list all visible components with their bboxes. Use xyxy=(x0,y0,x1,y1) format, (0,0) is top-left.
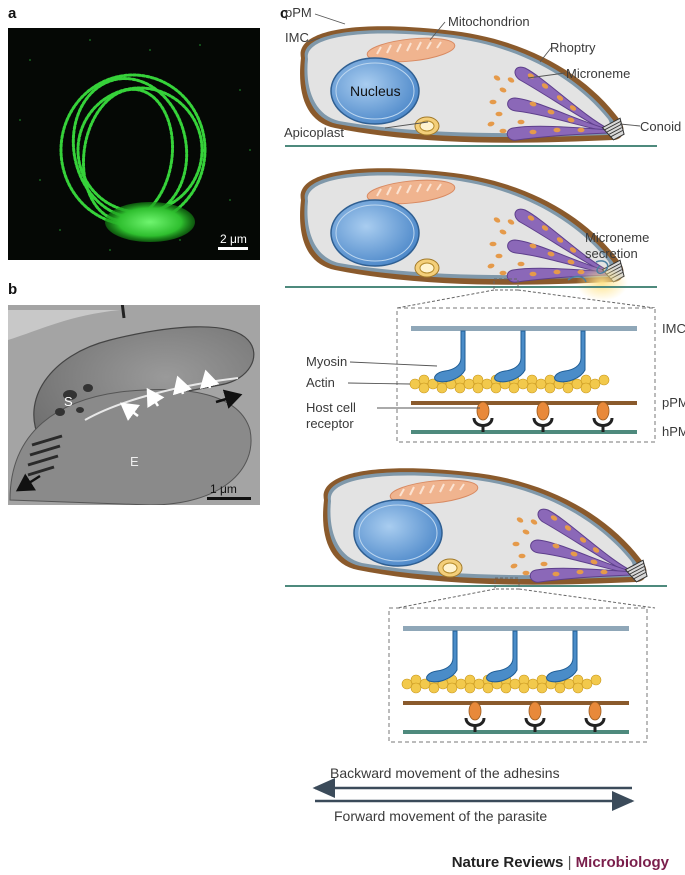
label-ppm: pPM xyxy=(285,5,312,20)
inset-label-actin: Actin xyxy=(306,375,335,390)
parasite-cell-3 xyxy=(322,467,652,586)
em-label-e: E xyxy=(130,454,139,469)
journal-name: Nature Reviews xyxy=(451,854,564,871)
label-mitochondrion: Mitochondrion xyxy=(448,14,530,29)
zoom-box-2 xyxy=(494,577,520,590)
secretion-arrow xyxy=(595,260,609,275)
inset-label-host-line2: receptor xyxy=(306,416,354,431)
zoom-box-1 xyxy=(493,278,519,291)
panel-letter-c: c xyxy=(280,5,288,22)
label-conoid: Conoid xyxy=(640,119,681,134)
journal-credit: Nature Reviews | Microbiology xyxy=(452,854,669,871)
label-secretion-line2: secretion xyxy=(585,246,638,261)
label-rhoptry: Rhoptry xyxy=(550,40,596,55)
inset-label-ppm: pPM xyxy=(662,395,685,410)
inset-label-host-line1: Host cell xyxy=(306,400,356,415)
em-label-s: S xyxy=(64,394,73,409)
label-apicoplast: Apicoplast xyxy=(284,125,344,140)
panel-letter-b: b xyxy=(8,281,17,298)
fluorescence-micrograph: 2 μm xyxy=(8,28,260,260)
scale-bar-a-label: 2 μm xyxy=(220,232,247,246)
inset-label-imc: IMC xyxy=(662,321,685,336)
forward-arrow-label: Forward movement of the parasite xyxy=(334,808,547,824)
journal-separator: | xyxy=(567,854,572,871)
panel-letter-a: a xyxy=(8,5,17,22)
label-secretion-line1: Microneme xyxy=(585,230,649,245)
inset-motor-2 xyxy=(387,606,649,744)
inset-label-myosin: Myosin xyxy=(306,354,347,369)
journal-section: Microbiology xyxy=(575,854,669,871)
microneme-secretion-glow xyxy=(576,265,628,301)
backward-arrow-label: Backward movement of the adhesins xyxy=(330,765,560,781)
scale-bar-b-label: 1 μm xyxy=(210,482,237,496)
label-microneme: Microneme xyxy=(566,66,630,81)
inset-motor-1 xyxy=(395,306,657,444)
label-nucleus: Nucleus xyxy=(350,83,401,99)
label-imc: IMC xyxy=(285,30,309,45)
electron-micrograph: S E 1 μm xyxy=(8,305,260,505)
parasite-cell-2 xyxy=(299,167,629,286)
inset-label-hpm: hPM xyxy=(662,424,685,439)
